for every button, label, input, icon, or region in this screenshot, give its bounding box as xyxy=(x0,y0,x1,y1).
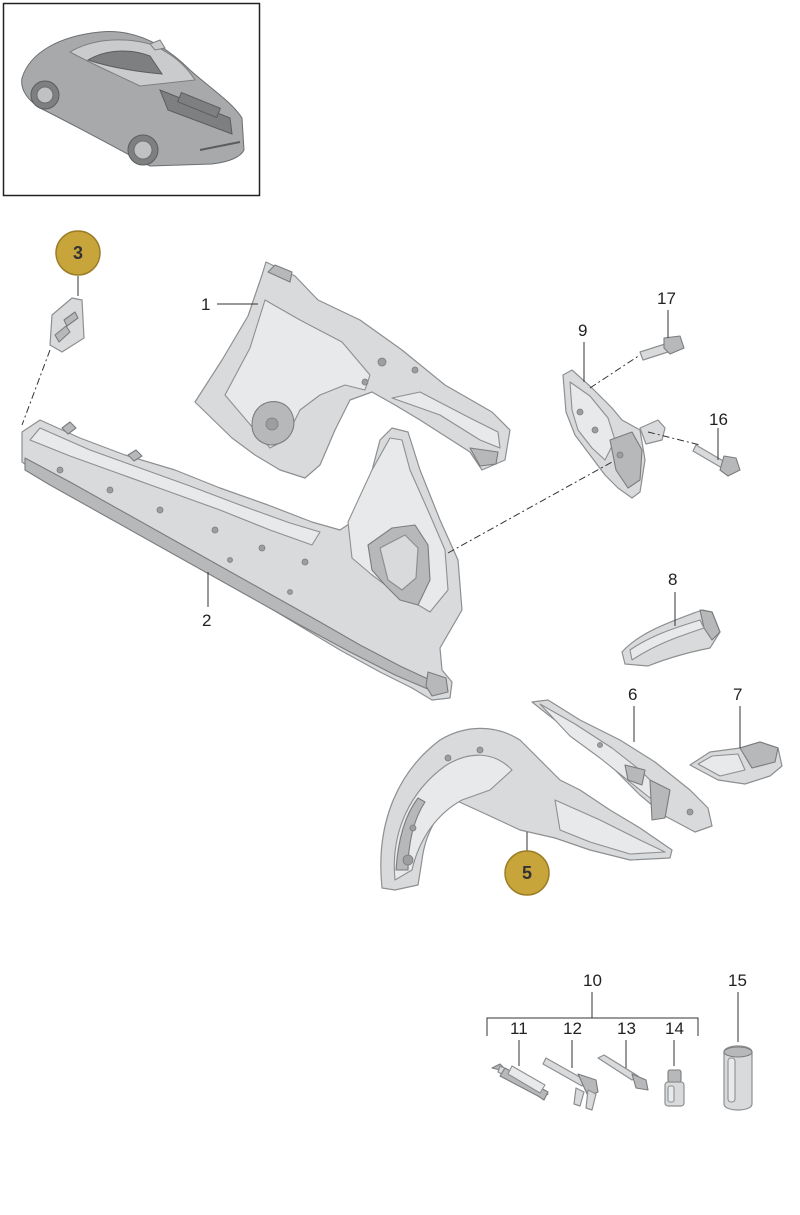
callout-14: 14 xyxy=(665,1019,684,1038)
wheel-arch-panel-icon xyxy=(380,727,673,891)
callout-16: 17 xyxy=(657,289,676,308)
long-bolt-icon xyxy=(692,444,741,477)
small-bracket-icon xyxy=(49,297,85,353)
cartridge-icon xyxy=(491,1063,549,1101)
arch-reinforcement-icon xyxy=(621,609,721,667)
callout-5-badge[interactable]: 5 xyxy=(504,832,550,896)
part-17[interactable]: 16 xyxy=(692,410,741,477)
part-8[interactable]: 8 xyxy=(621,570,721,667)
callout-3: 3 xyxy=(73,243,83,263)
part-6[interactable]: 6 xyxy=(531,685,713,833)
small-container-icon xyxy=(664,1069,685,1107)
rear-wheelhouse-panel-icon xyxy=(194,261,511,479)
car-thumbnail-icon xyxy=(21,31,245,167)
callout-13: 13 xyxy=(617,1019,636,1038)
highlight-badge xyxy=(55,230,101,276)
callout-8: 8 xyxy=(668,570,677,589)
side-sill-b-pillar-icon xyxy=(21,419,463,701)
part-1[interactable]: 1 xyxy=(194,261,511,479)
group-10[interactable]: 10 xyxy=(486,971,699,1036)
callout-11: 11 xyxy=(510,1019,528,1038)
part-13[interactable]: 13 xyxy=(597,1019,649,1091)
part-12[interactable]: 12 xyxy=(542,1019,599,1111)
vehicle-thumbnail xyxy=(2,2,261,197)
callout-9: 9 xyxy=(578,321,587,340)
part-7[interactable]: 7 xyxy=(689,685,783,785)
nozzle-icon xyxy=(597,1054,649,1091)
callout-10: 10 xyxy=(583,971,602,990)
highlight-badge xyxy=(504,850,550,896)
part-15[interactable]: 15 xyxy=(723,971,753,1111)
callout-3-badge[interactable]: 3 xyxy=(55,230,101,296)
part-2[interactable]: 2 xyxy=(21,419,463,701)
part-14[interactable]: 14 xyxy=(664,1019,685,1107)
canister-icon xyxy=(723,1045,753,1111)
part-3[interactable] xyxy=(21,297,85,426)
part-16[interactable]: 17 xyxy=(639,289,685,361)
callout-17: 16 xyxy=(709,410,728,429)
corner-bracket-icon xyxy=(689,741,783,785)
part-5[interactable] xyxy=(380,727,673,891)
part-11[interactable]: 11 xyxy=(491,1019,549,1101)
callout-2: 2 xyxy=(202,611,211,630)
callout-15: 15 xyxy=(728,971,747,990)
callout-7: 7 xyxy=(733,685,742,704)
hinge-bracket-icon xyxy=(562,369,666,499)
callout-6: 6 xyxy=(628,685,637,704)
part-9[interactable]: 9 xyxy=(447,321,701,554)
callout-5: 5 xyxy=(522,863,532,883)
callout-1: 1 xyxy=(201,295,210,314)
callout-12: 12 xyxy=(563,1019,582,1038)
applicator-gun-icon xyxy=(542,1057,599,1111)
longitudinal-member-icon xyxy=(531,699,713,833)
bolt-icon xyxy=(639,335,685,361)
